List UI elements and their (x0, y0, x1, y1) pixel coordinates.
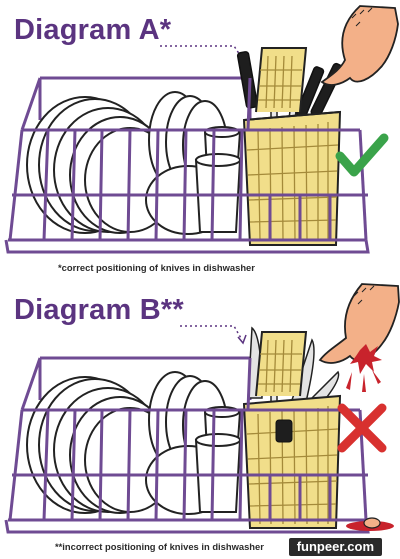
knife-handle (275, 419, 293, 443)
blood-puddle (346, 517, 394, 531)
blood-splatter (346, 344, 382, 392)
diagram-a-caption: *correct positioning of knives in dishwa… (58, 262, 255, 273)
rack-front (4, 357, 370, 534)
diagram-a-illustration (4, 5, 399, 254)
watermark: funpeer.com (288, 538, 382, 556)
hand (318, 283, 400, 364)
diagram-a-title: Diagram A* (14, 14, 172, 46)
diagram-b-caption: **incorrect positioning of knives in dis… (55, 541, 264, 552)
pointer-line (180, 325, 243, 341)
cutlery-basket (242, 326, 342, 529)
diagram-b-title: Diagram B** (14, 294, 184, 326)
cross-mark-icon (337, 403, 387, 453)
rack-front (4, 77, 370, 254)
hand (320, 5, 399, 86)
pointer-arrowhead (237, 334, 247, 345)
diagram-b-panel: Diagram B** **incorrect positioning of k… (0, 280, 400, 559)
pointer-line (160, 45, 243, 59)
check-mark-icon (335, 133, 389, 177)
diagram-b-illustration (4, 283, 400, 534)
diagram-a-panel: Diagram A* *correct positioning of knive… (0, 0, 400, 279)
